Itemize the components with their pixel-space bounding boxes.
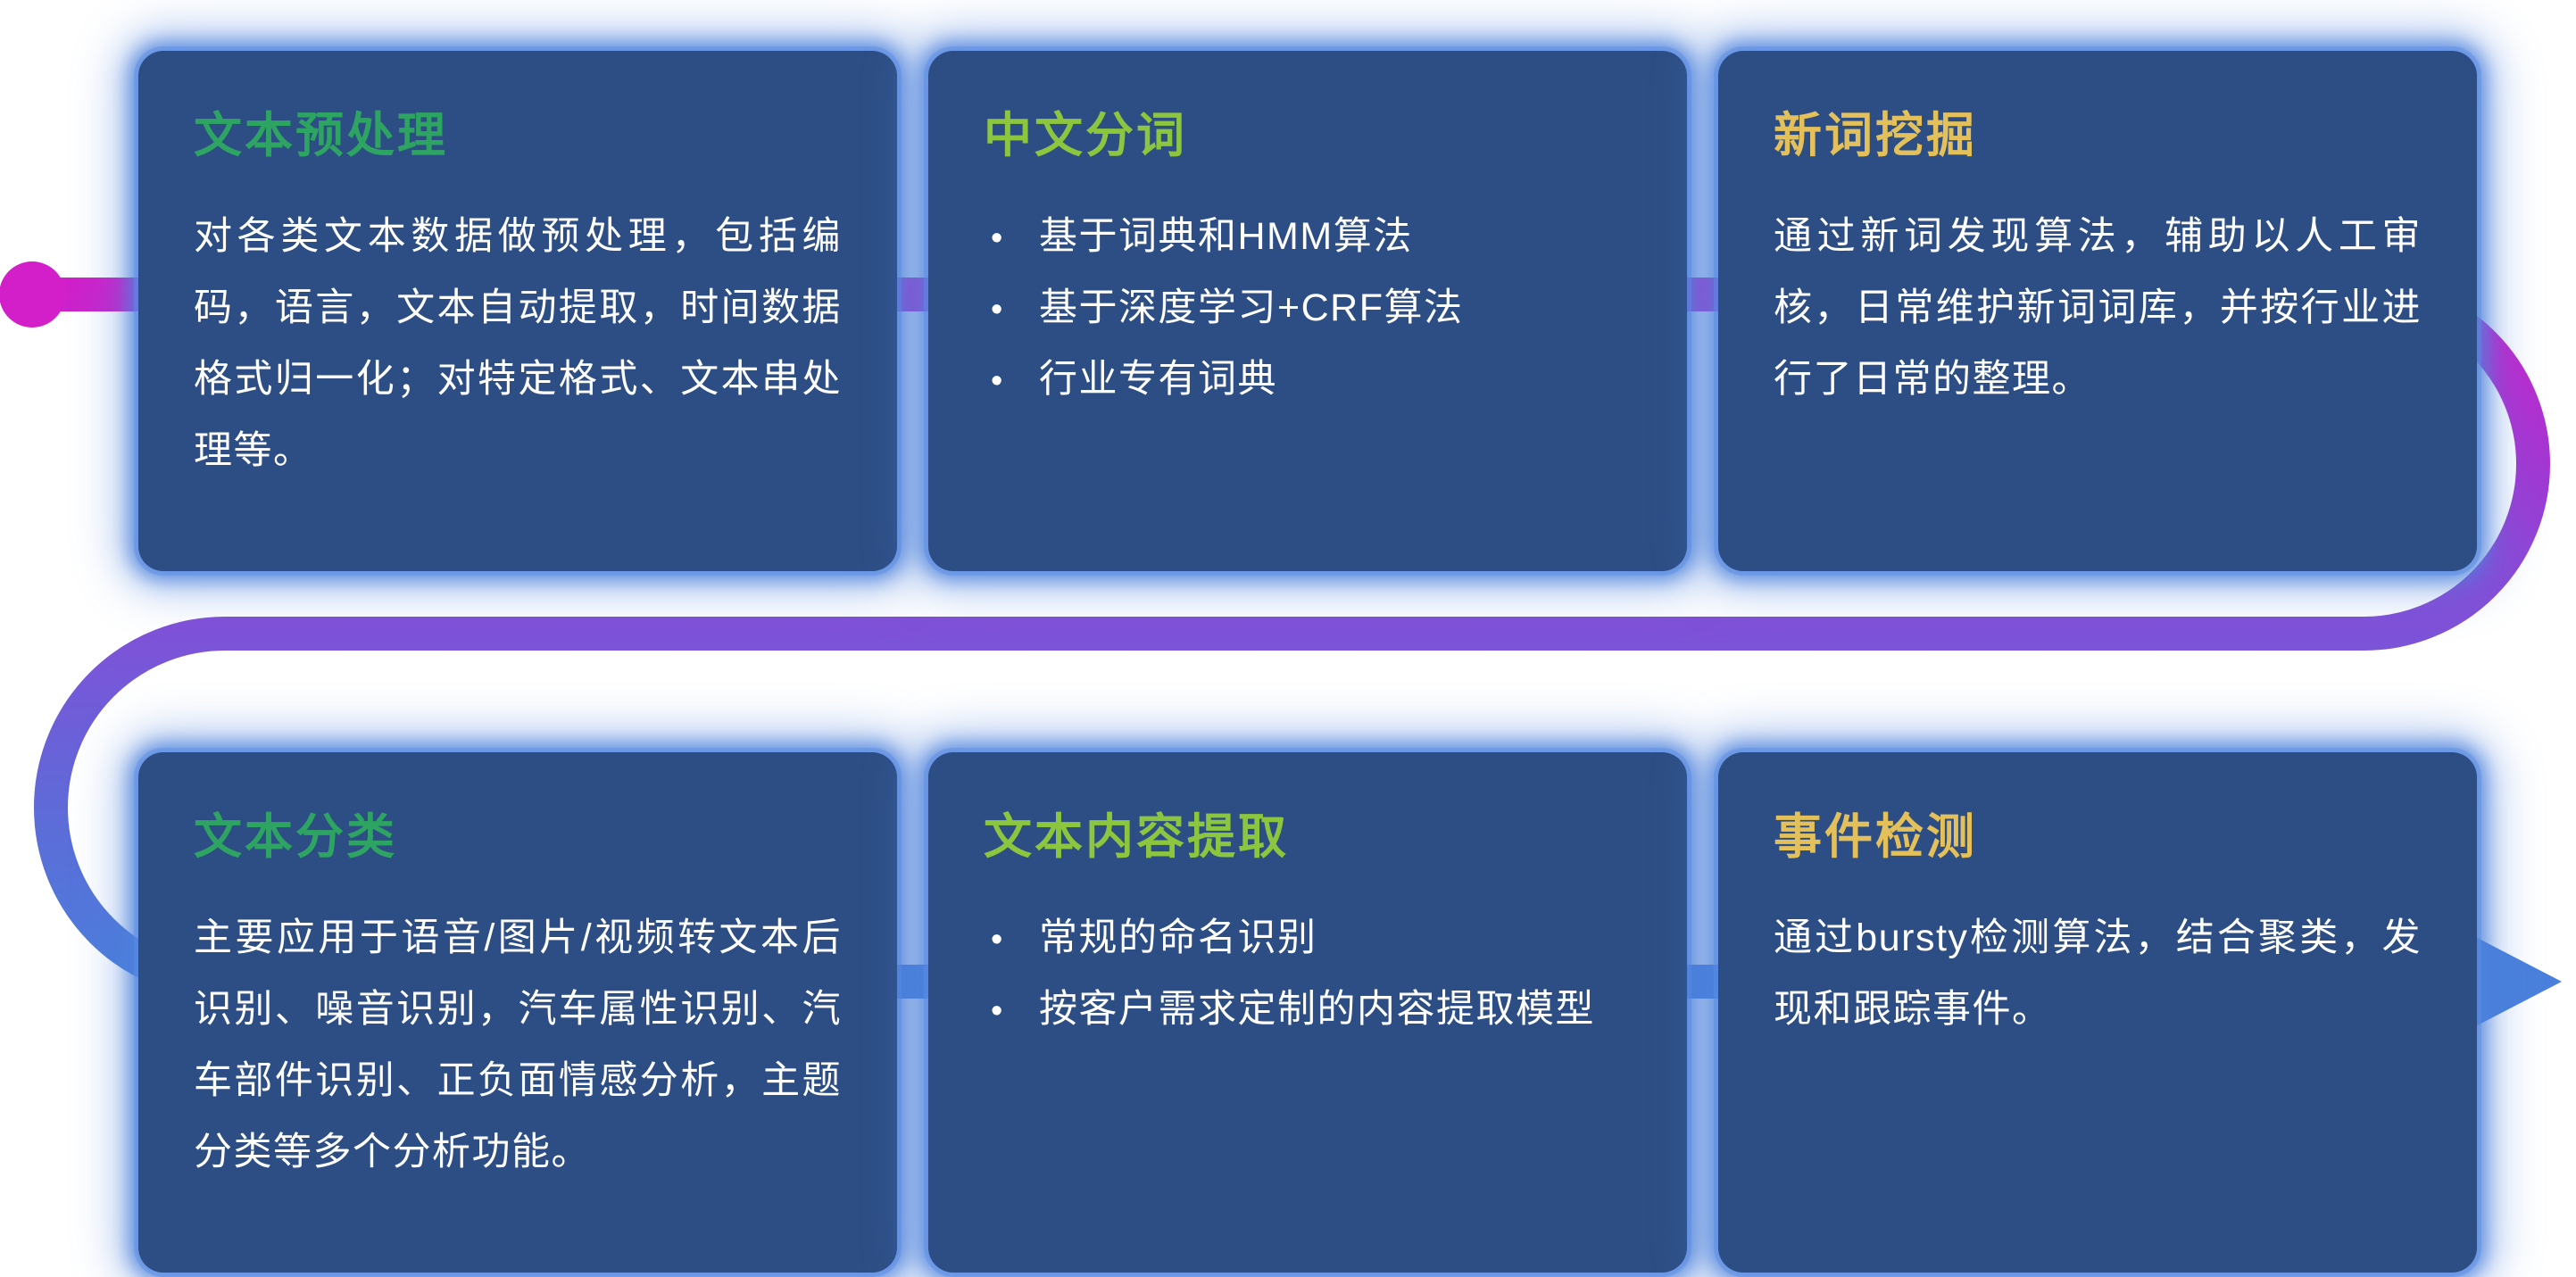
bullet-item: • 行业专有词典: [984, 344, 1632, 416]
bullet-list: • 基于词典和HMM算法 • 基于深度学习+CRF算法 • 行业专有词典: [984, 202, 1632, 416]
card-title: 中文分词: [984, 109, 1187, 162]
card-new-word-mining: 新词挖掘 通过新词发现算法，辅助以人工审核，日常维护新词词库，并按行业进行了日常…: [1718, 51, 2477, 571]
card-text-preprocessing: 文本预处理 对各类文本数据做预处理，包括编码，语言，文本自动提取，时间数据格式归…: [138, 51, 897, 571]
card-title: 文本分类: [194, 810, 397, 864]
bullet-item: • 基于词典和HMM算法: [984, 202, 1632, 273]
card-body: 主要应用于语音/图片/视频转文本后识别、噪音识别，汽车属性识别、汽车部件识别、正…: [194, 916, 842, 1173]
bullet-text: 按客户需求定制的内容提取模型: [1039, 987, 1595, 1031]
flow-arrow-icon: [2465, 932, 2562, 1032]
card-body: 通过新词发现算法，辅助以人工审核，日常维护新词词库，并按行业进行了日常的整理。: [1774, 215, 2422, 401]
card-title: 新词挖掘: [1774, 109, 1977, 162]
bullet-item: • 按客户需求定制的内容提取模型: [984, 974, 1632, 1046]
bullet-icon: •: [991, 991, 1004, 1030]
card-title: 文本预处理: [194, 109, 448, 162]
card-body: 通过bursty检测算法，结合聚类，发现和跟踪事件。: [1774, 916, 2422, 1031]
card-text-classification: 文本分类 主要应用于语音/图片/视频转文本后识别、噪音识别，汽车属性识别、汽车部…: [138, 752, 897, 1273]
bullet-icon: •: [991, 921, 1004, 958]
bullet-item: • 基于深度学习+CRF算法: [984, 273, 1632, 344]
card-title: 事件检测: [1774, 810, 1977, 864]
card-event-detection: 事件检测 通过bursty检测算法，结合聚类，发现和跟踪事件。: [1718, 752, 2477, 1273]
bullet-list: • 常规的命名识别 • 按客户需求定制的内容提取模型: [984, 903, 1632, 1046]
card-body: 对各类文本数据做预处理，包括编码，语言，文本自动提取，时间数据格式归一化；对特定…: [194, 215, 842, 472]
bullet-text: 基于深度学习+CRF算法: [1039, 286, 1464, 329]
bullet-icon: •: [991, 220, 1004, 257]
bullet-icon: •: [991, 290, 1004, 328]
bullet-item: • 常规的命名识别: [984, 903, 1632, 974]
bullet-icon: •: [991, 361, 1004, 400]
flow-path: [30, 278, 2550, 999]
flow-start-dot: [0, 261, 65, 328]
bullet-text: 常规的命名识别: [1039, 916, 1317, 959]
bullet-text: 行业专有词典: [1039, 357, 1277, 401]
card-text-content-extraction: 文本内容提取 • 常规的命名识别 • 按客户需求定制的内容提取模型: [928, 752, 1687, 1273]
card-title: 文本内容提取: [984, 810, 1289, 864]
bullet-text: 基于词典和HMM算法: [1039, 215, 1413, 258]
card-chinese-word-segmentation: 中文分词 • 基于词典和HMM算法 • 基于深度学习+CRF算法 • 行业专有词…: [928, 51, 1687, 571]
